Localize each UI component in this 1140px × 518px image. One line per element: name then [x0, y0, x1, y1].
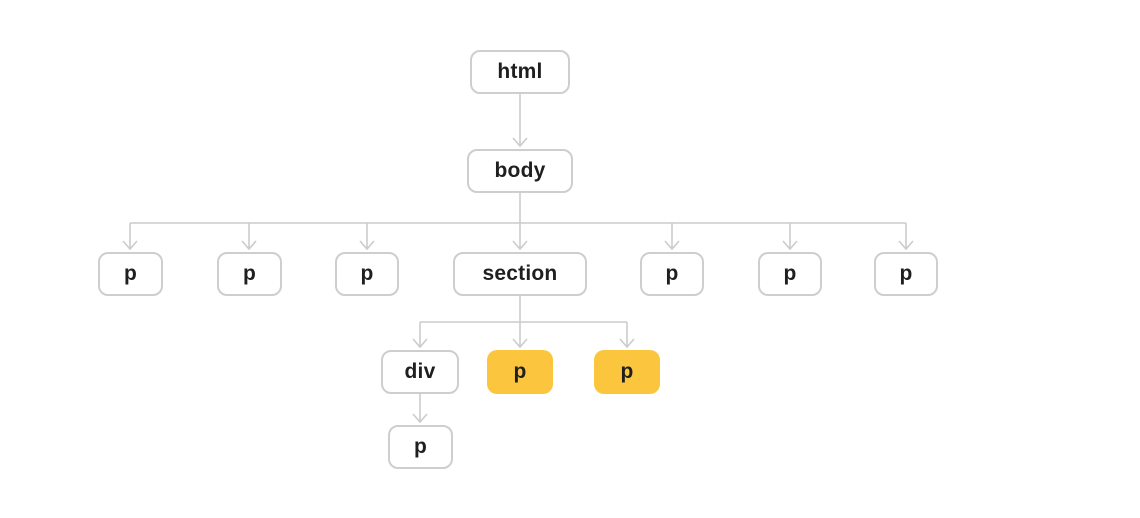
node-html: html: [470, 50, 570, 94]
node-p-3: p: [335, 252, 399, 296]
edge-body-p6: [898, 223, 914, 251]
node-p-1: p: [98, 252, 163, 296]
node-section: section: [453, 252, 587, 296]
node-body: body: [467, 149, 573, 193]
edge-div-p: [412, 394, 428, 424]
node-p-5: p: [758, 252, 822, 296]
node-p-2: p: [217, 252, 282, 296]
edge-section-div: [412, 322, 428, 349]
edge-section-p8: [619, 322, 635, 349]
node-div: div: [381, 350, 459, 394]
node-p-highlighted-1: p: [487, 350, 553, 394]
edge-body-p3: [359, 223, 375, 251]
node-p-6: p: [874, 252, 938, 296]
edge-body-p2: [241, 223, 257, 251]
edge-html-body: [512, 94, 528, 148]
edge-body-section: [512, 193, 528, 251]
node-p-4: p: [640, 252, 704, 296]
edge-body-p4: [664, 223, 680, 251]
node-p-highlighted-2: p: [594, 350, 660, 394]
edge-body-p5: [782, 223, 798, 251]
node-p-5th-level: p: [388, 425, 453, 469]
edge-section-p7: [512, 296, 528, 349]
edge-body-p1: [122, 223, 138, 251]
